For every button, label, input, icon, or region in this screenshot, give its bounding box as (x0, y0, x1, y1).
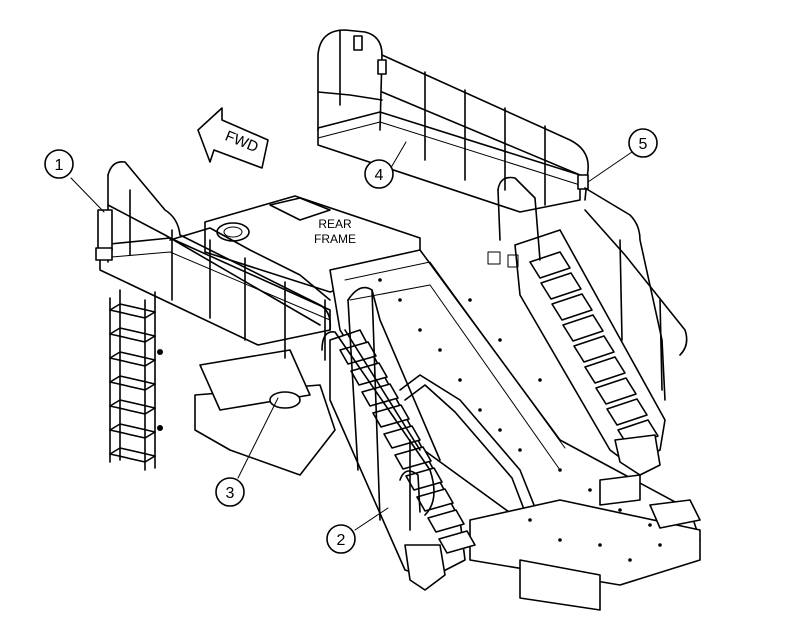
center-stairway (321, 286, 476, 591)
rear-frame (194, 195, 701, 611)
rear-frame-label-line2: FRAME (314, 232, 356, 246)
right-stairway (487, 176, 688, 476)
callout-3: 3 (215, 397, 279, 507)
callout-1: 1 (44, 149, 105, 213)
callout-2: 2 (326, 507, 389, 554)
forward-direction-arrow: FWD (197, 107, 269, 169)
callout-1-number: 1 (55, 157, 64, 174)
callout-2-number: 2 (337, 532, 346, 549)
upper-platform-assembly (317, 29, 589, 213)
left-platform-assembly (95, 160, 332, 471)
access-ladder (109, 289, 163, 471)
callout-5: 5 (587, 128, 658, 183)
callout-3-number: 3 (226, 485, 235, 502)
callout-4: 4 (364, 141, 407, 189)
callout-5-number: 5 (639, 136, 648, 153)
callout-4-number: 4 (375, 167, 384, 184)
rear-frame-label-line1: REAR (318, 217, 352, 231)
